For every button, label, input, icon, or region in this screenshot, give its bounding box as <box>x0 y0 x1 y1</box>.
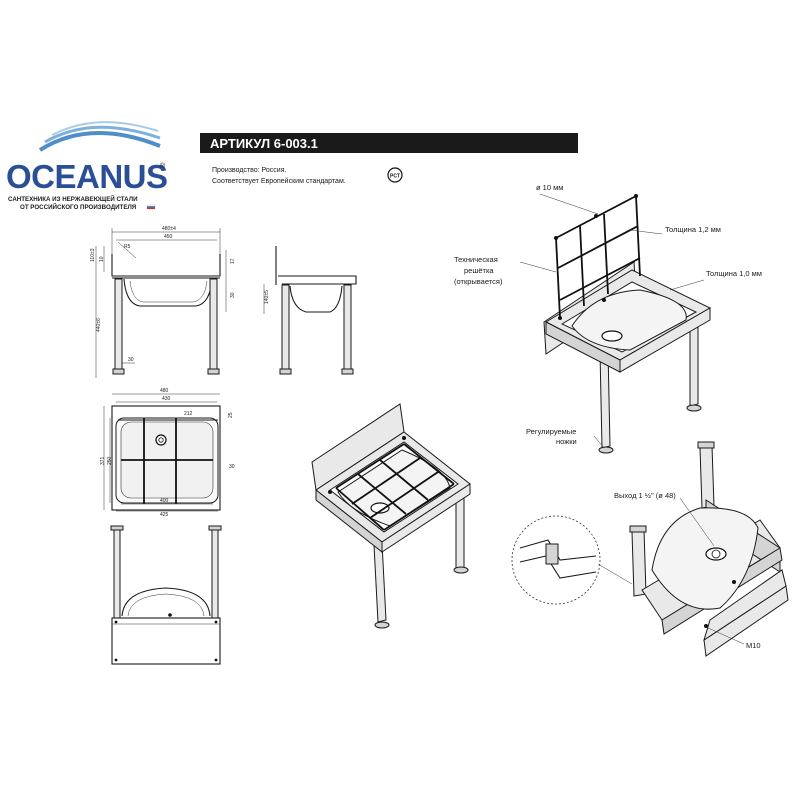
brand-logo: OCEANUS ® САНТЕХНИКА ИЗ НЕРЖАВЕЮЩЕЙ СТАЛ… <box>6 121 168 211</box>
bottom-view-drawing <box>110 525 222 665</box>
perspective-view-underside: Выход 1 ½" (ø 48) M10 <box>511 441 789 657</box>
callout-outlet: Выход 1 ½" (ø 48) <box>614 491 676 500</box>
wave-icon <box>38 121 161 152</box>
standards-note: Соответствует Европейским стандартам. <box>212 177 346 185</box>
dim-left-margin: 30 <box>229 464 235 470</box>
dim-side-a: 110±3 <box>90 248 96 262</box>
drain-icon-open <box>601 330 623 342</box>
dim-right-edge: 425 <box>160 512 169 518</box>
perspective-view-grate <box>311 403 471 629</box>
article-number: АРТИКУЛ 6-003.1 <box>210 136 318 151</box>
dim-basin-depth: 250 <box>107 456 113 465</box>
dim-total-depth: 371 <box>100 456 106 465</box>
callout-body-thickness: Толщина 1,0 мм <box>706 269 762 278</box>
certification-icon: PCT <box>387 167 403 183</box>
dim-radius: R5 <box>124 244 131 250</box>
callout-grate-thickness: Толщина 1,2 мм <box>665 225 721 234</box>
dim-lip: 25 <box>228 412 234 418</box>
drain-icon-3d <box>370 502 390 514</box>
callout-bolt: M10 <box>746 641 761 650</box>
front-view-drawing: 480±4 450 R5 110±3 10 440±6 17 30 30 <box>90 226 236 378</box>
brand-name: OCEANUS <box>6 158 168 195</box>
callout-feet-2: ножки <box>556 437 577 446</box>
callout-grate-2: решётка <box>464 266 494 275</box>
tagline-1: САНТЕХНИКА ИЗ НЕРЖАВЕЮЩЕЙ СТАЛИ <box>8 195 138 203</box>
top-view-drawing: 480 430 212 371 250 30 25 400 425 <box>100 388 235 518</box>
callout-feet-1: Регулируемые <box>526 427 576 436</box>
article-header: АРТИКУЛ 6-003.1 Производство: Россия. Со… <box>200 133 578 185</box>
svg-text:PCT: PCT <box>390 174 400 180</box>
callout-grate-3: (открывается) <box>454 277 503 286</box>
perspective-view-grate-open: ø 10 мм Толщина 1,2 мм Техническая решёт… <box>454 183 762 454</box>
dim-width: 480 <box>160 388 169 394</box>
production-note: Производство: Россия. <box>212 167 286 174</box>
dim-basin-height: 140±5 <box>264 290 270 304</box>
dim-side-d: 30 <box>230 292 236 298</box>
dim-foot: 30 <box>128 357 134 363</box>
dim-side-b: 10 <box>99 256 105 262</box>
registered-mark: ® <box>160 162 166 170</box>
dim-top-inner: 450 <box>164 234 173 240</box>
dim-drain-offset: 212 <box>184 411 193 417</box>
article-bar <box>200 133 578 153</box>
dim-basin-opening: 400 <box>160 498 169 504</box>
tagline-2: ОТ РОССИЙСКОГО ПРОИЗВОДИТЕЛЯ <box>20 203 137 211</box>
callout-rod: ø 10 мм <box>536 183 563 192</box>
dim-side-c: 17 <box>230 258 236 264</box>
side-view-drawing: 140±5 <box>263 246 357 375</box>
dim-basin-width: 430 <box>162 396 171 402</box>
dim-height: 440±6 <box>96 318 102 332</box>
dim-top-total: 480±4 <box>162 226 176 232</box>
callout-grate-1: Техническая <box>454 255 498 264</box>
